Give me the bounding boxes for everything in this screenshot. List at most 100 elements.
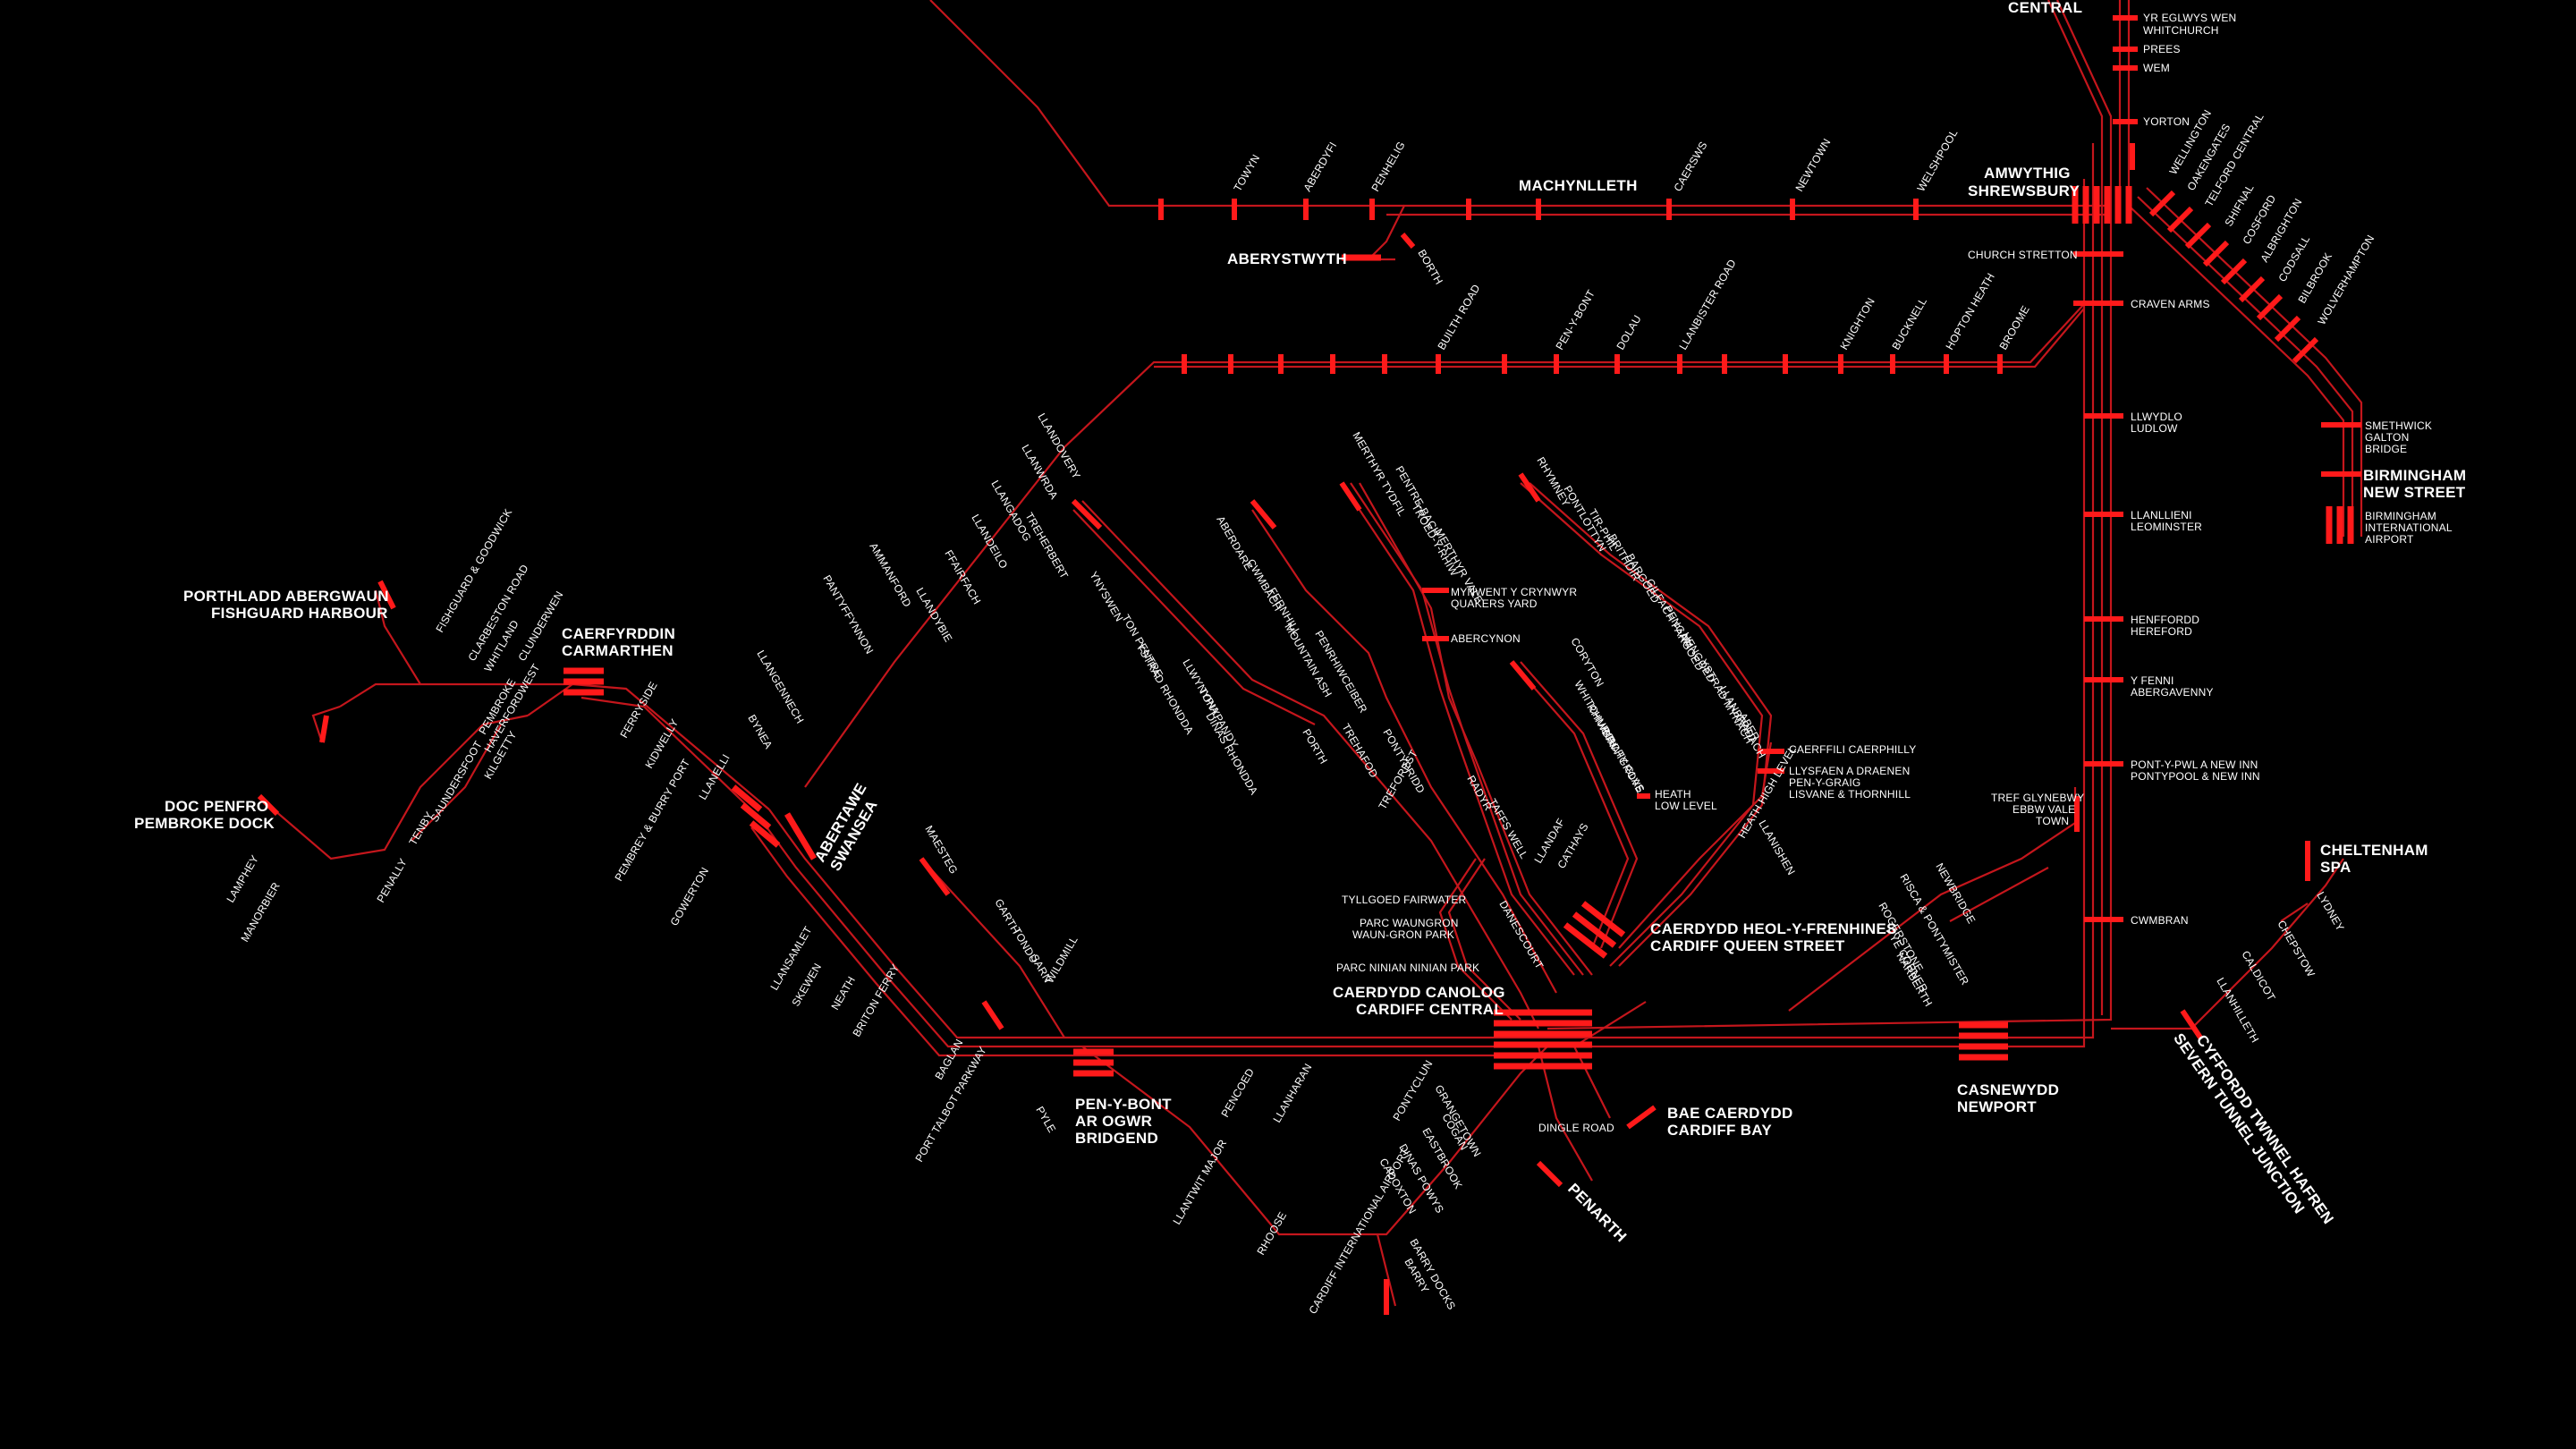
station-marker[interactable] (1250, 499, 1277, 530)
station-label[interactable]: BYNEA (745, 713, 775, 751)
station-marker[interactable] (1400, 233, 1416, 249)
station-label[interactable]: BRITON FERRY (850, 962, 902, 1038)
station-label[interactable]: CHEPSTOW (2275, 919, 2318, 980)
station-label[interactable]: PENCOED (1218, 1066, 1257, 1120)
station-label[interactable]: PANTYFFYNNON (820, 573, 876, 657)
station-label[interactable]: PORTH (1300, 727, 1330, 767)
station-label[interactable]: LLANWRDA (1019, 443, 1060, 502)
station-label[interactable]: PENALLY (374, 856, 409, 904)
station-label[interactable]: CLUNDERWEN (515, 589, 565, 663)
station-marker[interactable] (740, 802, 772, 830)
station-marker[interactable] (319, 715, 329, 743)
station-label[interactable]: WEM (2143, 62, 2170, 74)
station-marker[interactable] (1572, 911, 1617, 948)
station-marker[interactable] (919, 857, 951, 896)
station-label-machynlleth[interactable]: MACHYNLLETH (1519, 177, 1638, 194)
station-label[interactable]: PEMBREY & BURRY PORT (612, 757, 692, 884)
station-label[interactable]: DINAS RHONDDA (1203, 711, 1260, 797)
station-label[interactable]: TY GLAS (1613, 749, 1647, 795)
station-label[interactable]: TENBY (406, 809, 436, 848)
station-label[interactable]: TREHAFOD (1339, 722, 1380, 781)
station-label[interactable]: PEN-Y-BONT (1553, 287, 1597, 352)
station-marker[interactable] (2184, 222, 2212, 250)
station-label[interactable]: CAERSWS (1671, 140, 1709, 194)
station-marker[interactable] (1339, 481, 1362, 512)
station-label[interactable]: TOWYN (1231, 152, 1262, 193)
station-label[interactable]: LLANBISTER ROAD (1676, 257, 1738, 352)
station-label[interactable]: YORTON (2143, 115, 2190, 128)
station-label[interactable]: DOLAU (1614, 313, 1643, 352)
station-marker[interactable] (2220, 258, 2248, 285)
station-marker[interactable] (749, 820, 781, 848)
station-label[interactable]: LLANTWIT MAJOR (1170, 1137, 1229, 1226)
station-label[interactable]: CORYTON (1568, 636, 1606, 690)
station-marker[interactable] (2274, 315, 2301, 343)
station-label[interactable]: YNYSWEN (1087, 570, 1125, 624)
station-marker[interactable] (2292, 336, 2319, 364)
station-marker[interactable] (1518, 472, 1541, 503)
station-label[interactable]: DANESCOURT (1496, 899, 1546, 972)
station-marker[interactable] (257, 793, 280, 817)
station-label[interactable]: WELSHPOOL (1914, 127, 1960, 194)
station-label[interactable]: AMMANFORD (867, 541, 913, 610)
station-marker[interactable] (2202, 240, 2230, 267)
station-marker[interactable] (1071, 498, 1103, 530)
station-label[interactable]: GOWERTON (667, 865, 711, 928)
station-label[interactable]: WOLVERHAMPTON (2315, 233, 2377, 326)
station-label[interactable]: LLANGENNECH (754, 648, 806, 726)
station-label[interactable]: TYLLGOED FAIRWATER (1342, 894, 1467, 906)
station-label[interactable]: PENHELIG (1368, 140, 1407, 194)
station-marker[interactable] (2238, 275, 2266, 303)
station-label[interactable]: MANORBIER (238, 880, 282, 945)
station-label[interactable]: BROOME (1996, 303, 2031, 352)
station-label[interactable]: CWMBRAN (2131, 914, 2189, 927)
station-marker[interactable] (1536, 1160, 1563, 1188)
station-label[interactable]: NEWBRIDGE (1933, 861, 1978, 927)
station-label[interactable]: LYDNEY (2314, 890, 2346, 934)
station-label-central[interactable]: CENTRAL (2008, 0, 2082, 16)
station-label[interactable]: PARC NINIAN NINIAN PARK (1336, 962, 1479, 974)
station-label[interactable]: DINGLE ROAD (1538, 1122, 1614, 1134)
station-marker[interactable] (2256, 293, 2284, 321)
station-label[interactable]: LLANELLI (696, 752, 732, 802)
station-label-penarth[interactable]: PENARTH (1564, 1180, 1630, 1245)
station-label[interactable]: ABERCYNON (1451, 632, 1521, 645)
station-label[interactable]: TAFFS WELL (1486, 797, 1530, 861)
station-label[interactable]: ABERDYFI (1301, 140, 1339, 193)
station-label[interactable]: BUILTH ROAD (1435, 282, 1482, 352)
station-label[interactable]: LAMPHEY (224, 853, 261, 905)
station-label[interactable]: YSTRAD RHONDDA (1133, 641, 1196, 737)
station-label[interactable]: TREHERBERT (1022, 511, 1071, 581)
station-label[interactable]: WILDMILL (1043, 934, 1080, 986)
station-marker[interactable] (1509, 660, 1537, 691)
station-label[interactable]: PYLE (1033, 1105, 1058, 1135)
station-label[interactable]: LLANISHEN (1756, 818, 1797, 877)
station-label[interactable]: LLANDEILO (969, 513, 1010, 572)
station-label[interactable]: KNIGHTON (1837, 295, 1877, 352)
station-label[interactable]: BUCKNELL (1889, 295, 1929, 352)
station-marker[interactable] (784, 812, 818, 860)
station-label[interactable]: NEATH (828, 974, 858, 1012)
station-marker[interactable] (1563, 922, 1608, 959)
station-marker[interactable] (2166, 206, 2194, 233)
station-label[interactable]: BORTH (1415, 248, 1445, 287)
station-label[interactable]: HOPTON HEATH (1943, 271, 1996, 352)
station-marker[interactable] (2148, 190, 2176, 217)
station-marker[interactable] (1626, 1105, 1657, 1130)
station-marker[interactable] (1580, 901, 1626, 937)
